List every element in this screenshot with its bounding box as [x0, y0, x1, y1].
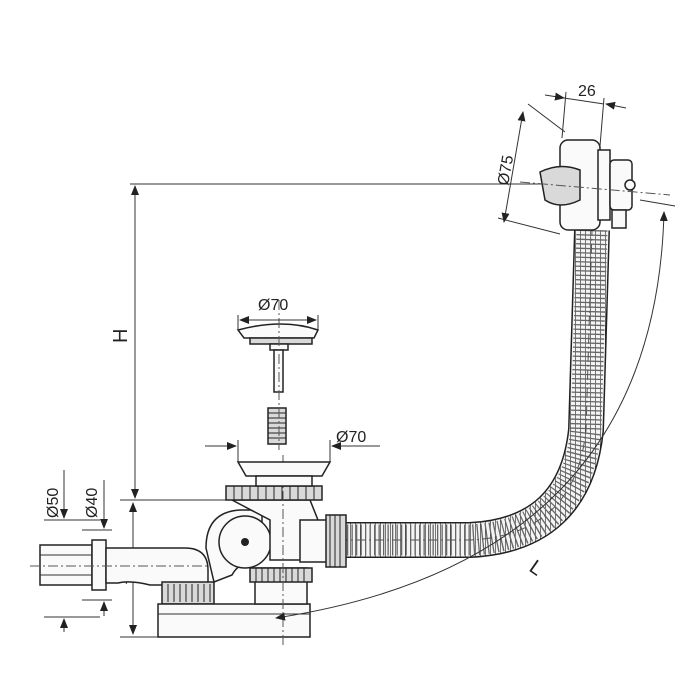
plug-assembly: Ø70: [236, 297, 320, 450]
length-label: L: [525, 556, 547, 580]
trap-nut: [161, 581, 215, 605]
dimension-outlet: Ø50 Ø40: [44, 470, 112, 632]
outlet-outer-diameter-label: Ø50: [45, 488, 62, 518]
overflow-width-label: 26: [578, 83, 596, 100]
outlet-inner-diameter-label: Ø40: [84, 488, 101, 518]
flexible-hose: [299, 229, 610, 568]
plug-diameter-label: Ø70: [258, 297, 288, 314]
strainer-assembly: Ø70: [205, 429, 380, 487]
plug-head: [236, 323, 320, 339]
overflow-assembly: Ø75 26: [495, 83, 671, 235]
outlet-sleeve: [39, 544, 93, 586]
trap-bowl: [157, 603, 311, 638]
strainer-diameter-label: Ø70: [336, 429, 366, 446]
dimension-h: H: [110, 183, 565, 501]
strainer-flange: [236, 461, 332, 477]
overflow-diameter-label: Ø75: [495, 154, 517, 187]
height-label: H: [110, 329, 132, 343]
